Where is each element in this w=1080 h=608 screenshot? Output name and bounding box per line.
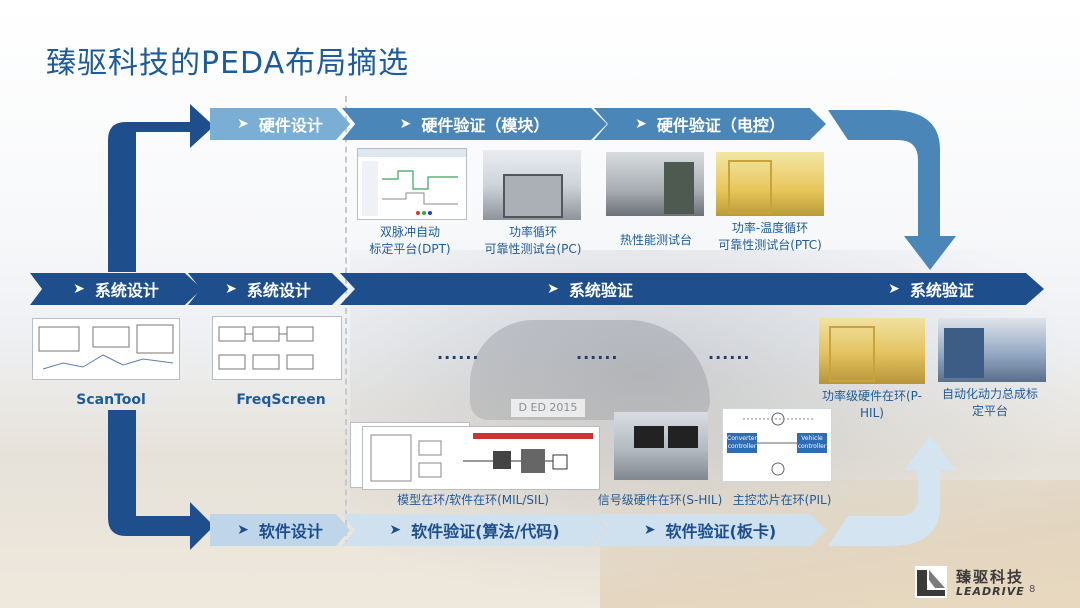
band-sys-verify-2: ➤ 系统验证 — [818, 273, 1044, 305]
mil-sil-label: 模型在环/软件在环(MIL/SIL) — [397, 493, 549, 507]
pil-connections — [743, 412, 813, 476]
band-sw-design: ➤ 软件设计 — [210, 514, 350, 546]
dpt-waveform — [358, 149, 466, 216]
brand-name: LEADRIVE — [956, 585, 1025, 598]
band-label: 软件验证(算法/代码) — [411, 522, 560, 541]
page-title: 臻驱科技的PEDA布局摘选 — [46, 46, 410, 81]
mil-sil-diagram — [362, 426, 600, 490]
converter-box: Converter controller — [727, 433, 757, 453]
band-label: 系统验证 — [909, 281, 974, 300]
vehicle-box: Vehicle controller — [797, 433, 827, 453]
ellipsis-1: ...... — [437, 344, 480, 363]
chevron-right-icon: ➤ — [643, 522, 656, 538]
hw-item-ptc-label: 功率-温度循环可靠性测试台(PTC) — [718, 221, 822, 252]
dpt-screenshot — [357, 148, 467, 220]
scantool-label: ScanTool — [76, 392, 146, 408]
chevron-right-icon: ➤ — [225, 281, 237, 297]
thermal-test-bench-photo — [606, 152, 704, 216]
shil-label: 信号级硬件在环(S-HIL) — [597, 493, 723, 507]
pil-label: 主控芯片在环(PIL) — [732, 493, 832, 507]
chevron-right-icon: ➤ — [399, 116, 412, 132]
page-number: 8 — [1029, 584, 1036, 595]
band-label: 软件验证(板卡) — [665, 522, 777, 541]
hw-item-pc-label: 功率循环可靠性测试台(PC) — [484, 225, 582, 256]
divider-line — [345, 96, 347, 546]
chevron-right-icon: ➤ — [635, 116, 647, 132]
right-up-arrow — [828, 436, 956, 546]
down-arrow — [108, 410, 214, 550]
right-down-arrow — [828, 110, 956, 270]
band-sys-design-2: ➤ 系统设计 — [188, 273, 348, 305]
ellipsis-3: ...... — [708, 344, 751, 363]
chevron-right-icon: ➤ — [389, 522, 402, 538]
license-plate: D ED 2015 — [510, 398, 586, 418]
shil-photo — [614, 412, 708, 480]
leadrive-logo — [915, 566, 947, 598]
hw-item-dpt-label: 双脉冲自动标定平台(DPT) — [369, 225, 451, 256]
band-label: 硬件验证（模块） — [421, 116, 550, 135]
band-label: 系统设计 — [246, 281, 311, 300]
auto-powertrain-photo — [938, 318, 1046, 382]
chevron-right-icon: ➤ — [547, 281, 559, 297]
band-label: 系统验证 — [568, 281, 633, 300]
ellipsis-2: ...... — [576, 344, 619, 363]
chevron-right-icon: ➤ — [237, 522, 249, 538]
band-label: 硬件设计 — [258, 116, 323, 135]
band-sw-verify-board: ➤ 软件验证(板卡) — [594, 514, 826, 546]
freqscreen-schematic — [218, 326, 314, 370]
scantool-diagram — [32, 318, 180, 380]
phil-photo — [819, 318, 925, 384]
pc-test-bench-photo — [483, 150, 581, 220]
company-name: 臻驱科技 — [956, 568, 1025, 586]
chevron-right-icon: ➤ — [73, 281, 85, 297]
phil-label: 功率级硬件在环(P-HIL) — [822, 389, 922, 420]
band-hw-design: ➤ 硬件设计 — [210, 108, 350, 140]
hw-item-thermal-label: 热性能测试台 — [619, 233, 692, 247]
band-label: 系统设计 — [94, 281, 159, 300]
band-label: 软件设计 — [258, 522, 323, 541]
freqscreen-diagram — [212, 316, 342, 380]
ptc-test-bench-photo — [716, 152, 824, 216]
band-hw-verify-module: ➤ 硬件验证（模块） — [342, 108, 607, 140]
scantool-schematic — [38, 324, 174, 370]
auto-powertrain-label: 自动化动力总成标定平台 — [941, 387, 1038, 418]
up-arrow — [108, 104, 214, 272]
band-hw-verify-ecu: ➤ 硬件验证（电控） — [594, 108, 826, 140]
band-sys-verify-1: ➤ 系统验证 — [340, 273, 840, 305]
band-label: 硬件验证（电控） — [656, 116, 785, 135]
band-sys-design-1: ➤ 系统设计 — [30, 273, 202, 305]
band-sw-verify-algo: ➤ 软件验证(算法/代码) — [342, 514, 607, 546]
pil-diagram: Converter controller Vehicle controller — [722, 408, 832, 482]
freqscreen-label: FreqScreen — [236, 392, 326, 408]
chevron-right-icon: ➤ — [888, 281, 900, 297]
mil-sil-schematic — [370, 433, 593, 482]
chevron-right-icon: ➤ — [237, 116, 249, 132]
